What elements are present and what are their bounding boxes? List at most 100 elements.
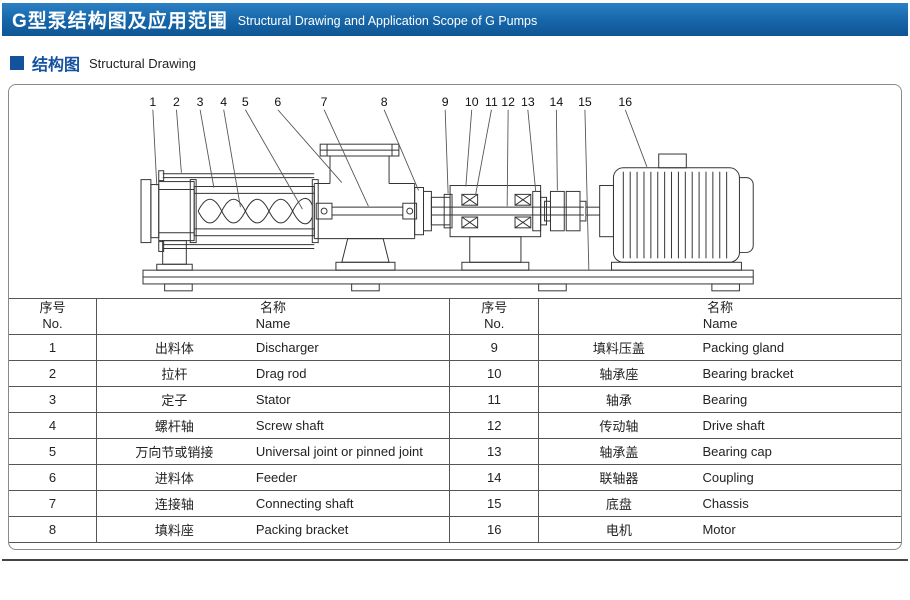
col-header-no-right: 序号 No.: [449, 297, 539, 335]
callout: 14: [550, 95, 564, 191]
part-drag-rods: [158, 170, 315, 252]
part-no: 2: [9, 359, 97, 387]
section-heading: 结构图 Structural Drawing: [10, 51, 900, 75]
part-no: 15: [449, 489, 539, 517]
svg-text:2: 2: [173, 95, 180, 109]
part-packing-gland: [443, 193, 453, 229]
svg-text:7: 7: [321, 95, 328, 109]
callout: 9: [442, 95, 449, 194]
svg-text:11: 11: [485, 95, 498, 109]
part-drive-shaft: [431, 206, 600, 216]
part-no: 8: [9, 515, 97, 543]
parts-table: 序号 No. 名称 Name 序号 No. 名称 Name 1: [9, 297, 901, 543]
callout: 6: [274, 95, 343, 183]
svg-text:1: 1: [149, 95, 156, 109]
callout: 2: [173, 95, 182, 173]
part-no: 14: [449, 463, 539, 491]
part-connecting-shaft: [331, 206, 403, 216]
svg-text:10: 10: [465, 95, 479, 109]
part-discharger: [140, 179, 197, 244]
svg-text:8: 8: [381, 95, 388, 109]
content-box: 1 2 3 4 5: [8, 84, 902, 550]
col-header-name-left: 名称 Name: [95, 297, 450, 335]
svg-text:13: 13: [521, 95, 535, 109]
part-no: 16: [449, 515, 539, 543]
part-no: 7: [9, 489, 97, 517]
svg-text:6: 6: [274, 95, 281, 109]
callout: 1: [149, 95, 158, 186]
section-title-en: Structural Drawing: [89, 55, 196, 71]
callout: 12: [501, 95, 515, 207]
square-bullet-icon: [10, 56, 24, 70]
svg-text:12: 12: [501, 95, 515, 109]
part-no: 1: [9, 333, 97, 361]
callout: 13: [521, 95, 537, 192]
section-title-cn: 结构图: [32, 57, 81, 74]
callout: 4: [220, 95, 241, 208]
callout: 15: [578, 95, 592, 271]
part-universal-joints: [315, 202, 418, 220]
callout: 10: [465, 95, 479, 187]
page-header-bar: G型泵结构图及应用范围 Structural Drawing and Appli…: [2, 3, 908, 36]
part-no: 11: [449, 385, 539, 413]
part-no: 9: [449, 333, 539, 361]
part-no: 10: [449, 359, 539, 387]
svg-text:5: 5: [242, 95, 249, 109]
part-no: 4: [9, 411, 97, 439]
part-coupling: [544, 190, 587, 232]
callout: 16: [618, 95, 648, 167]
part-no: 6: [9, 463, 97, 491]
part-screw-shaft: [197, 198, 313, 225]
part-stator: [193, 179, 319, 244]
part-no: 12: [449, 411, 539, 439]
svg-text:14: 14: [550, 95, 564, 109]
callout: 11: [475, 95, 498, 195]
callouts: 1 2 3 4 5: [149, 95, 648, 271]
part-feeder: [313, 143, 416, 271]
page-bottom-rule: [2, 558, 908, 561]
part-no: 3: [9, 385, 97, 413]
part-no: 13: [449, 437, 539, 465]
callout: 8: [381, 95, 419, 191]
part-motor: [599, 153, 754, 271]
pump-structural-drawing: 1 2 3 4 5: [9, 85, 901, 296]
svg-text:3: 3: [197, 95, 204, 109]
svg-text:15: 15: [578, 95, 592, 109]
callout: 5: [242, 95, 303, 210]
part-bearing-cap: [532, 190, 548, 232]
col-header-no-left: 序号 No.: [9, 297, 97, 335]
callout: 7: [321, 95, 369, 207]
part-bearings: [461, 193, 532, 229]
callout: 3: [197, 95, 215, 188]
page-title-cn: G型泵结构图及应用范围: [12, 11, 228, 32]
page-title-en: Structural Drawing and Application Scope…: [237, 13, 538, 28]
svg-text:9: 9: [442, 95, 449, 109]
table-header-row: 序号 No. 名称 Name 序号 No. 名称 Name: [9, 297, 901, 335]
svg-text:4: 4: [220, 95, 227, 109]
part-no: 5: [9, 437, 97, 465]
part-chassis: [142, 240, 754, 292]
